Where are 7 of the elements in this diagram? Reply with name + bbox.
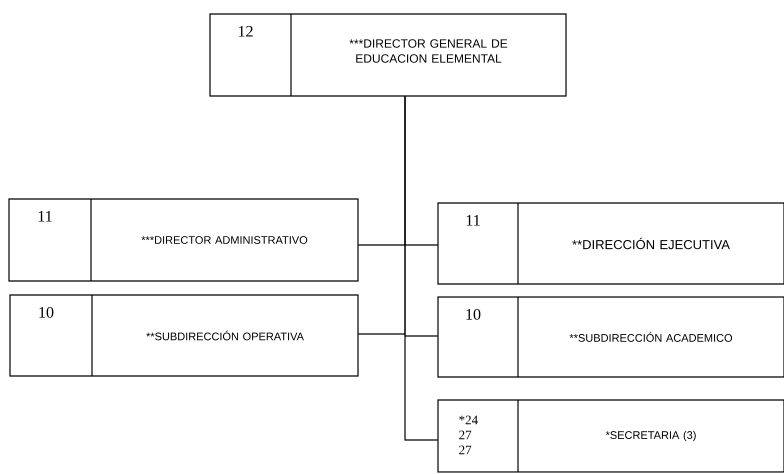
org-box: *24 27 27 *SECRETARIA (3): [437, 399, 784, 473]
org-box: 11 **DIRECCIÓN EJECUTIVA: [437, 202, 784, 285]
org-box: 11 ***DIRECTOR ADMINISTRATIVO: [8, 198, 359, 282]
connector-line: [404, 96, 438, 441]
org-box: 12 ***DIRECTOR GENERAL DE EDUCACION ELEMENTAL: [209, 13, 567, 97]
org-box: 10 **SUBDIRECCIÓN OPERATIVA: [9, 294, 359, 377]
org-box: 10 **SUBDIRECCIÓN ACADEMICO: [437, 296, 784, 378]
